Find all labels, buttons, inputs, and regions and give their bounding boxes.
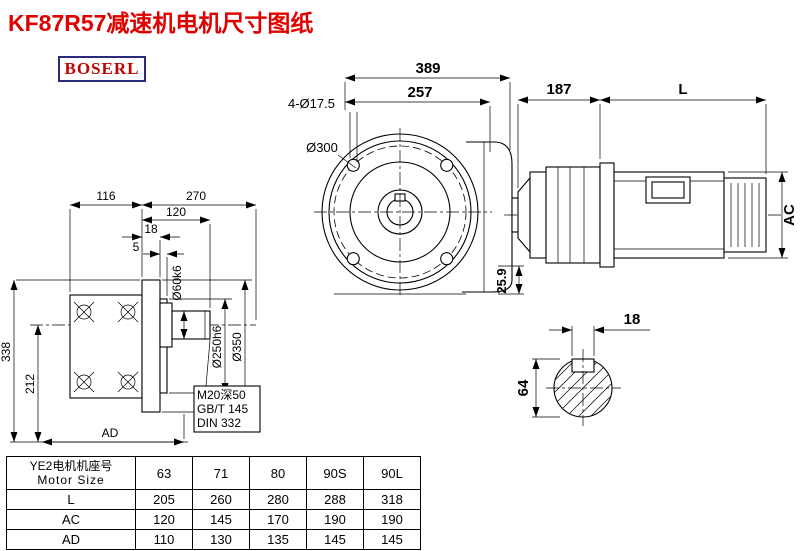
front-view: 389 257 4-Ø17.5 Ø300 25.9	[288, 60, 524, 298]
row-label-ac: AC	[6, 509, 136, 530]
cell-value: 130	[192, 529, 250, 550]
dim-adapter-length: 187	[546, 81, 571, 98]
dim-flange-thickness: 18	[144, 222, 158, 236]
cell-value: 190	[306, 509, 364, 530]
flange-dia-label: Ø350	[230, 332, 244, 362]
tap-note-line2: GB/T 145	[197, 402, 248, 416]
cell-value: 170	[249, 509, 307, 530]
dim-offset: 25.9	[494, 268, 509, 293]
dim-key-width: 18	[624, 311, 641, 328]
brand-logo: BOSERL	[58, 56, 146, 82]
cell-value: 145	[306, 529, 364, 550]
dim-shaft-height: 64	[515, 379, 532, 396]
cell-value: 288	[306, 489, 364, 510]
dim-depth1: 116	[96, 189, 115, 203]
shaft-dia-label: Ø60k6	[170, 265, 184, 301]
col-header-90l: 90L	[363, 456, 421, 490]
table-header-motor-size: YE2电机机座号 Motor Size	[6, 456, 136, 490]
bolt-holes-label: 4-Ø17.5	[288, 96, 335, 111]
table-row-ac: AC 120 145 170 190 190	[6, 509, 421, 530]
table-row-l: L 205 260 280 288 318	[6, 489, 421, 510]
dim-spigot-depth: 5	[133, 240, 140, 254]
dim-ad: AD	[102, 426, 119, 440]
spigot-dia-label: Ø250h6	[210, 325, 224, 368]
dim-height-total: 338	[0, 342, 13, 362]
table-row-ad: AD 110 130 135 145 145	[6, 529, 421, 550]
gearbox-side-view: Ø60k6 Ø250h6 Ø350 116 270 120 18	[0, 189, 261, 446]
dim-motor-dia: AC	[781, 204, 798, 226]
dim-depth2: 270	[186, 189, 206, 203]
table-header-cn: YE2电机机座号	[29, 459, 113, 473]
cell-value: 110	[135, 529, 193, 550]
cell-value: 205	[135, 489, 193, 510]
col-header-80: 80	[249, 456, 307, 490]
cell-value: 318	[363, 489, 421, 510]
dim-total-width: 389	[415, 60, 440, 77]
cell-value: 260	[192, 489, 250, 510]
tap-note-line1: M20深50	[197, 388, 246, 402]
dim-height-axis: 212	[23, 374, 37, 394]
cell-value: 120	[135, 509, 193, 530]
col-header-90s: 90S	[306, 456, 364, 490]
cell-value: 145	[192, 509, 250, 530]
cell-value: 135	[249, 529, 307, 550]
row-label-ad: AD	[6, 529, 136, 550]
page-title: KF87R57减速机电机尺寸图纸	[8, 10, 314, 36]
table-header-en: Motor Size	[37, 473, 105, 487]
motor-view: 187 L AC	[504, 81, 798, 268]
shaft-section-view: 18 64	[515, 311, 650, 426]
col-header-71: 71	[192, 456, 250, 490]
dim-body-width: 257	[407, 84, 432, 101]
row-label-l: L	[6, 489, 136, 510]
table-header-row: YE2电机机座号 Motor Size 63 71 80 90S 90L	[6, 456, 421, 490]
dim-motor-length: L	[678, 81, 687, 98]
cell-value: 145	[363, 529, 421, 550]
cell-value: 280	[249, 489, 307, 510]
cell-value: 190	[363, 509, 421, 530]
bolt-circle-label: Ø300	[306, 140, 338, 155]
dim-shaft-length: 120	[166, 205, 186, 219]
col-header-63: 63	[135, 456, 193, 490]
motor-size-table: YE2电机机座号 Motor Size 63 71 80 90S 90L L 2…	[6, 456, 421, 550]
tap-note-line3: DIN 332	[197, 416, 241, 430]
